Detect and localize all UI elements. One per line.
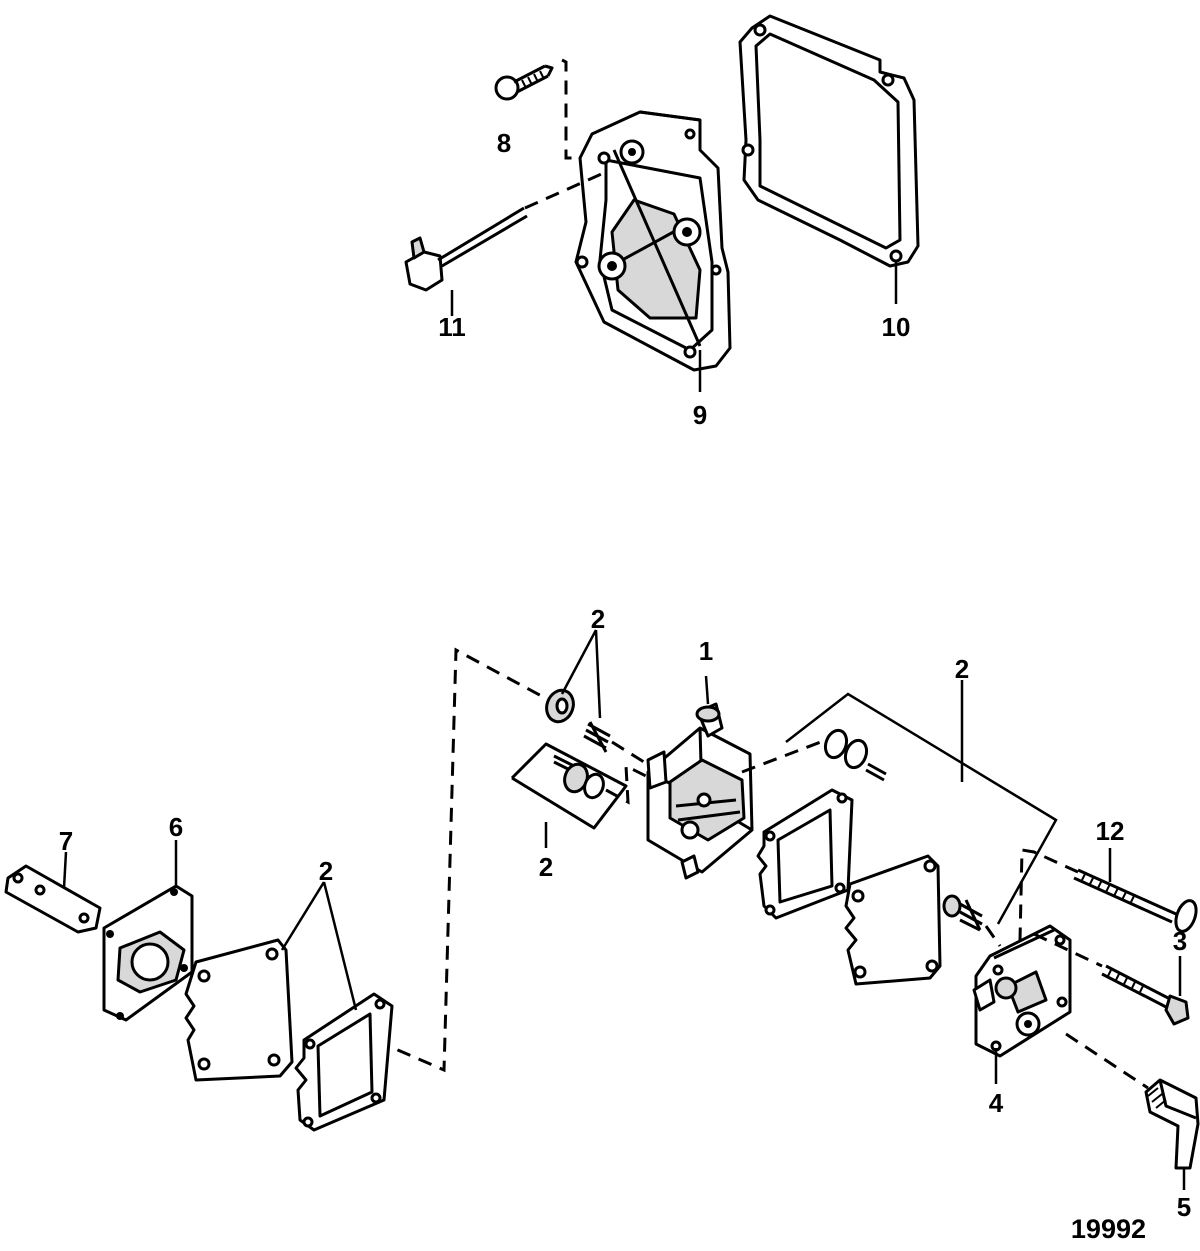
part-2-diaphragm-left bbox=[184, 938, 294, 1082]
dash-lower-valve bbox=[605, 763, 647, 805]
dash-12 bbox=[1018, 848, 1079, 941]
dash-11-to-9 bbox=[524, 170, 607, 210]
figure-number: 19992 bbox=[1071, 1214, 1146, 1244]
dash-body-to-valve-right bbox=[741, 738, 827, 774]
label-11: 11 bbox=[438, 312, 466, 342]
label-6: 6 bbox=[169, 812, 183, 842]
label-2a: 2 bbox=[591, 604, 605, 634]
label-3: 3 bbox=[1173, 926, 1187, 956]
part-3-screw bbox=[1101, 964, 1190, 1026]
part-2-gasket-left bbox=[294, 992, 394, 1132]
label-9: 9 bbox=[693, 400, 707, 430]
dash-3 bbox=[1033, 932, 1103, 968]
label-4: 4 bbox=[989, 1088, 1004, 1118]
leader-7 bbox=[62, 851, 68, 889]
label-1: 1 bbox=[699, 636, 713, 666]
label-2d: 2 bbox=[319, 856, 333, 886]
part-2-check-valve-right bbox=[823, 728, 887, 782]
part-11-sensor bbox=[404, 206, 528, 292]
part-7-strip bbox=[4, 864, 102, 934]
part-10-gasket bbox=[738, 14, 920, 268]
part-1-pump-body bbox=[646, 702, 754, 880]
part-12-screw bbox=[1073, 868, 1198, 933]
leader-1 bbox=[704, 675, 710, 705]
part-6-flange bbox=[102, 884, 194, 1022]
part-2-spring-lower-right bbox=[942, 894, 983, 932]
part-5-elbow-fitting bbox=[1144, 1078, 1200, 1170]
leader-2-upper bbox=[560, 629, 602, 719]
part-8-screw bbox=[494, 64, 554, 101]
label-8: 8 bbox=[497, 128, 511, 158]
part-4-pump-cover bbox=[972, 924, 1072, 1058]
dash-8-to-9 bbox=[561, 58, 580, 160]
label-10: 10 bbox=[882, 312, 911, 342]
dash-5 bbox=[1065, 1032, 1149, 1090]
label-2b: 2 bbox=[955, 654, 969, 684]
part-2-check-valve-upper bbox=[545, 688, 611, 753]
part-2-diaphragm-right bbox=[844, 854, 942, 986]
part-2-gasket-center bbox=[756, 788, 854, 920]
label-12: 12 bbox=[1096, 816, 1125, 846]
part-2-check-valve-lower bbox=[510, 742, 628, 830]
leader-2-left bbox=[280, 881, 358, 1011]
dash-left-frame bbox=[383, 647, 561, 1073]
dash-spring-to-cover bbox=[984, 925, 1002, 947]
label-5: 5 bbox=[1177, 1192, 1191, 1222]
leader-2-right-bracket bbox=[785, 692, 1058, 925]
part-9-cover-plate bbox=[574, 110, 732, 372]
label-7: 7 bbox=[59, 826, 73, 856]
label-2c: 2 bbox=[539, 852, 553, 882]
